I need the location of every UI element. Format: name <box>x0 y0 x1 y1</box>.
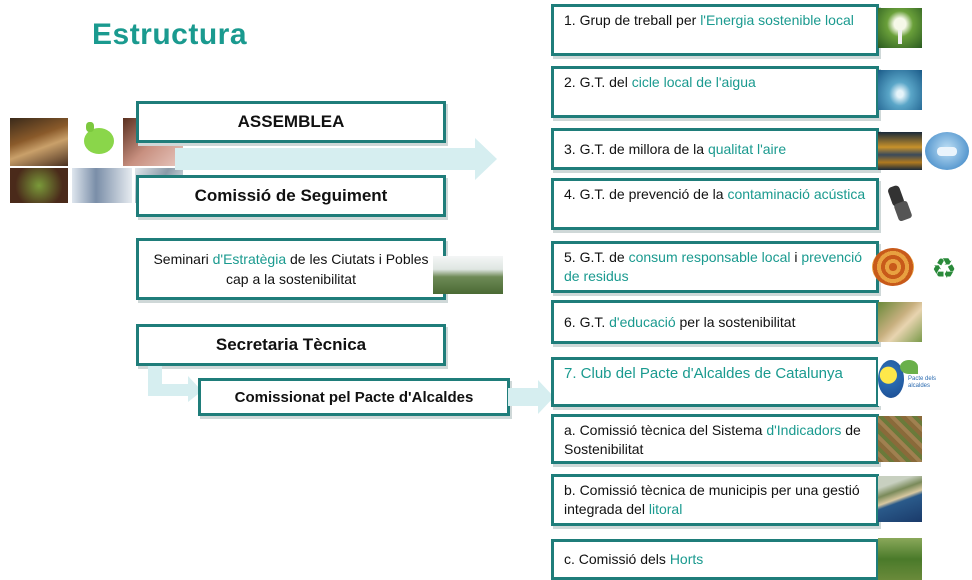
group-text: i <box>790 249 802 265</box>
group-text: 7. Club del Pacte d'Alcaldes de Cataluny… <box>564 365 843 382</box>
pacte-logo-text: Pacte dels alcaldes <box>908 376 937 389</box>
coast-photo <box>878 476 922 522</box>
group-text: qualitat l'aire <box>707 140 787 157</box>
page-title: Estructura <box>92 18 248 51</box>
comissio-seguiment-label: Comissió de Seguiment <box>194 186 388 205</box>
spiral-photo <box>872 248 914 286</box>
comissio-seguiment-box: Comissió de Seguiment <box>136 175 446 217</box>
main-arrow <box>175 138 497 180</box>
group-text: a. Comissió tècnica del Sistema <box>564 422 767 438</box>
landscape-photo <box>433 256 503 294</box>
group-text: c. Comissió dels <box>564 551 670 567</box>
child-photo <box>878 302 922 342</box>
group-box-1: 1. Grup de treball per l'Energia sosteni… <box>551 4 879 56</box>
group-text: b. Comissió tècnica de municipis per una… <box>564 482 860 517</box>
group-text: 3. G.T. de millora de la <box>564 140 708 157</box>
secretaria-label: Secretaria Tècnica <box>215 335 367 354</box>
seminari-part: d'Estratègia <box>212 251 287 267</box>
group-text: Horts <box>669 551 704 567</box>
group-box-6: 6. G.T. d'educació per la sostenibilitat <box>551 300 879 344</box>
group-text: cicle local de l'aigua <box>631 74 756 90</box>
group-text: d'educació <box>609 313 676 330</box>
group-box-a: a. Comissió tècnica del Sistema d'Indica… <box>551 414 879 464</box>
seminari-text: Seminari d'Estratègia de les Ciutats i P… <box>153 249 429 289</box>
group-text: 1. Grup de treball per <box>564 12 701 28</box>
assemblea-box: ASSEMBLEA <box>136 101 446 143</box>
group-text: contaminació acústica <box>727 186 866 202</box>
comissionat-arrow <box>508 380 554 414</box>
group-text: d'Indicadors <box>766 422 842 438</box>
group-text: de Sostenibilitat <box>564 422 861 457</box>
sound-meter-photo <box>882 182 918 224</box>
group-text: litoral <box>648 501 683 517</box>
water-drop-photo <box>878 70 922 110</box>
secretaria-box: Secretaria Tècnica <box>136 324 446 366</box>
group-box-4: 4. G.T. de prevenció de la contaminació … <box>551 178 879 230</box>
group-box-b: b. Comissió tècnica de municipis per una… <box>551 474 879 526</box>
group-box-5: 5. G.T. de consum responsable local i pr… <box>551 241 879 293</box>
elbow-arrow <box>148 366 202 402</box>
group-text: l'Energia sostenible local <box>700 12 854 28</box>
aerial-photo <box>878 416 922 462</box>
group-box-2: 2. G.T. del cicle local de l'aigua <box>551 66 879 118</box>
car-icon-photo <box>925 132 969 170</box>
puzzle-photo <box>72 168 132 203</box>
seminari-part: de les Ciutats i Pobles cap a la sosteni… <box>226 251 429 287</box>
food-photo <box>10 168 68 203</box>
seminari-box: Seminari d'Estratègia de les Ciutats i P… <box>136 238 446 300</box>
piggy-bank-photo <box>72 118 122 166</box>
group-text: 2. G.T. del <box>564 74 632 90</box>
recycling-icon: ♻ <box>924 250 964 286</box>
market-photo <box>10 118 68 166</box>
group-text: per la sostenibilitat <box>675 313 796 330</box>
group-box-c: c. Comissió dels Horts <box>551 539 879 580</box>
comissionat-box: Comissionat pel Pacte d'Alcaldes <box>198 378 510 416</box>
comissionat-label: Comissionat pel Pacte d'Alcaldes <box>234 388 474 406</box>
pacte-alcaldes-logo: Pacte dels alcaldes <box>878 356 948 406</box>
group-box-7: 7. Club del Pacte d'Alcaldes de Cataluny… <box>551 357 879 407</box>
assemblea-label: ASSEMBLEA <box>237 112 345 131</box>
group-box-3: 3. G.T. de millora de la qualitat l'aire <box>551 128 879 170</box>
group-text: 5. G.T. de <box>564 249 629 265</box>
group-text: prevenció de residus <box>564 249 863 284</box>
garden-photo <box>878 538 922 580</box>
air-quality-photo <box>878 132 922 170</box>
group-text: 6. G.T. <box>564 313 610 330</box>
group-text: 4. G.T. de prevenció de la <box>564 186 728 202</box>
lightbulb-photo <box>878 8 922 48</box>
seminari-part: Seminari <box>153 251 213 267</box>
photo-collage <box>10 118 185 203</box>
group-text: consum responsable local <box>628 249 791 265</box>
